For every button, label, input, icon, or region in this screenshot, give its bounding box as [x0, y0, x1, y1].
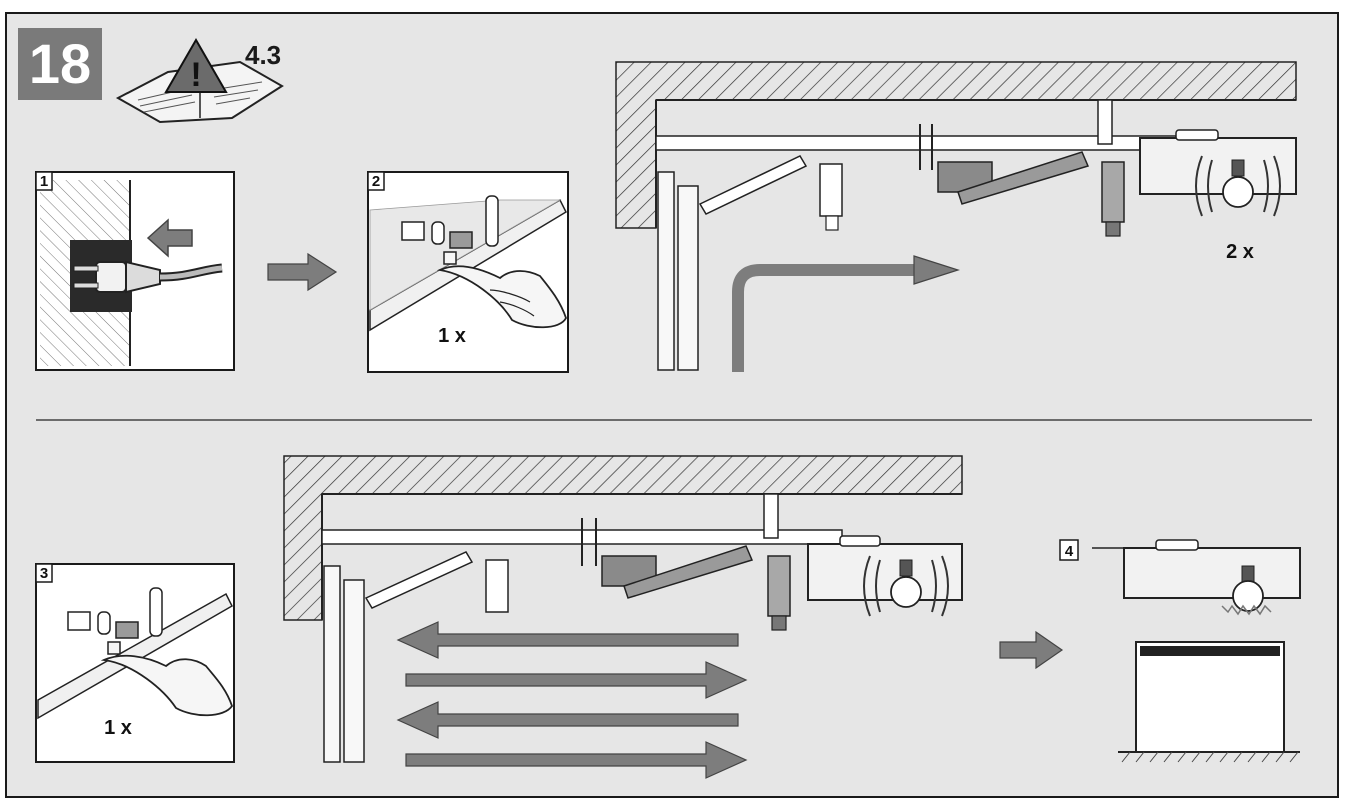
arrow-icon — [267, 252, 338, 292]
panel-1-plug — [35, 171, 235, 371]
panel-3-count: 1 x — [104, 717, 132, 739]
lamp-icon — [863, 555, 949, 617]
lamp-icon — [1221, 565, 1272, 616]
panel-2-count: 1 x — [438, 325, 466, 347]
arrow-icon — [146, 218, 193, 258]
lamp-icon — [1195, 155, 1281, 217]
manual-section-reference: 4.3 — [245, 40, 282, 70]
step-number-badge: 18 — [18, 28, 102, 100]
warning-manual-icon: ! — [115, 37, 284, 124]
panel-2-button — [367, 171, 569, 373]
arrow-icon — [999, 630, 1064, 670]
panel-2-label: 2 — [372, 173, 380, 190]
garage-top-scene — [615, 61, 1297, 372]
panel-4-result — [1092, 539, 1301, 763]
light-blink-count: 2 x — [1226, 241, 1254, 263]
garage-bottom-scene — [283, 455, 963, 779]
svg-text:!: ! — [190, 56, 201, 94]
panel-4-label: 4 — [1065, 543, 1074, 560]
plug-icon — [73, 260, 223, 294]
hand-press-icon — [100, 641, 233, 717]
panel-3-label: 3 — [40, 565, 48, 582]
arrow-icon — [396, 621, 748, 779]
hand-press-icon — [436, 251, 567, 329]
arrow-icon — [913, 255, 960, 285]
panel-3-button — [35, 563, 235, 763]
panel-1-label: 1 — [40, 173, 48, 190]
